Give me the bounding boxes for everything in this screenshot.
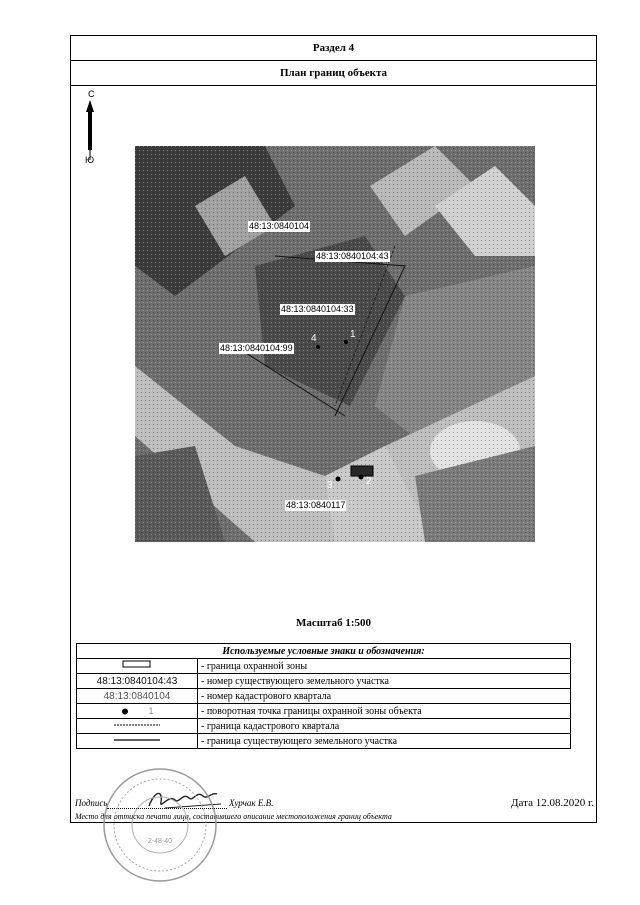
svg-text:2-48-40: 2-48-40 (148, 838, 172, 845)
legend-symbol: 48:13:0840104 (76, 688, 198, 704)
legend-symbol: 1 (76, 703, 198, 719)
legend-symbol: 48:13:0840104:43 (76, 673, 198, 689)
parcel-boundary-symbol-icon (114, 738, 160, 741)
quarter-label: 48:13:0840104 (248, 221, 311, 232)
parcel-label-43: 48:13:0840104:43 (315, 251, 390, 262)
turning-point-icon (122, 708, 129, 715)
legend-symbol (76, 733, 198, 749)
legend-text: - номер кадастрового квартала (197, 688, 571, 704)
parcel-label-99: 48:13:0840104:99 (219, 343, 294, 354)
aerial-map: 48:13:0840104 48:13:0840104:43 48:13:084… (135, 146, 535, 542)
round-stamp-icon: 2-48-40 (103, 768, 217, 882)
south-label: Ю (85, 155, 95, 165)
signature-row: Подпись Хурчак Е.В. Дата 12.08.2020 г. (75, 792, 594, 812)
document-date: Дата 12.08.2020 г. (511, 797, 594, 809)
protection-zone-symbol-icon (122, 660, 151, 667)
point-label-1: 1 (350, 329, 356, 340)
signature-line (107, 808, 227, 809)
section-header: Раздел 4 (71, 36, 596, 61)
legend-text: - поворотная точка границы охранной зоны… (197, 703, 571, 719)
point-label-4: 4 (311, 333, 317, 344)
legend-row: - граница существующего земельного участ… (76, 733, 571, 749)
legend-title: Используемые условные знаки и обозначени… (76, 643, 571, 659)
north-arrow-icon (86, 100, 94, 160)
legend-text: - номер существующего земельного участка (197, 673, 571, 689)
north-label: С (88, 89, 95, 99)
legend-row: 48:13:0840104 - номер кадастрового кварт… (76, 688, 571, 704)
legend-symbol (76, 718, 198, 734)
north-arrow: С Ю (80, 89, 100, 167)
turning-point-number: 1 (148, 705, 154, 716)
point-label-2: 2 (366, 476, 372, 487)
quarter-boundary-symbol-icon (114, 724, 160, 725)
seal-place-text: Место для оттиска печати лица, составивш… (75, 812, 392, 821)
legend-text: - граница существующего земельного участ… (197, 733, 571, 749)
parcel-label-33: 48:13:0840104:33 (280, 304, 355, 315)
signature-label: Подпись (75, 798, 108, 808)
point-label-3: 3 (327, 480, 333, 491)
quarter-label-117: 48:13:0840117 (285, 500, 347, 511)
aerial-photo (135, 146, 535, 542)
document-frame: Раздел 4 План границ объекта С Ю (70, 35, 597, 823)
legend-row: 48:13:0840104:43 - номер существующего з… (76, 673, 571, 689)
stamp-seal: 2-48-40 (98, 765, 226, 885)
legend-row: - граница кадастрового квартала (76, 718, 571, 734)
signer-name: Хурчак Е.В. (229, 798, 274, 808)
page-title: План границ объекта (71, 61, 596, 86)
legend-symbol (76, 658, 198, 674)
legend-text: - граница кадастрового квартала (197, 718, 571, 734)
legend-row: - граница охранной зоны (76, 658, 571, 674)
legend-table: Используемые условные знаки и обозначени… (76, 643, 571, 749)
legend-text: - граница охранной зоны (197, 658, 571, 674)
legend-row: 1 - поворотная точка границы охранной зо… (76, 703, 571, 719)
scale-label: Масштаб 1:500 (295, 617, 371, 629)
